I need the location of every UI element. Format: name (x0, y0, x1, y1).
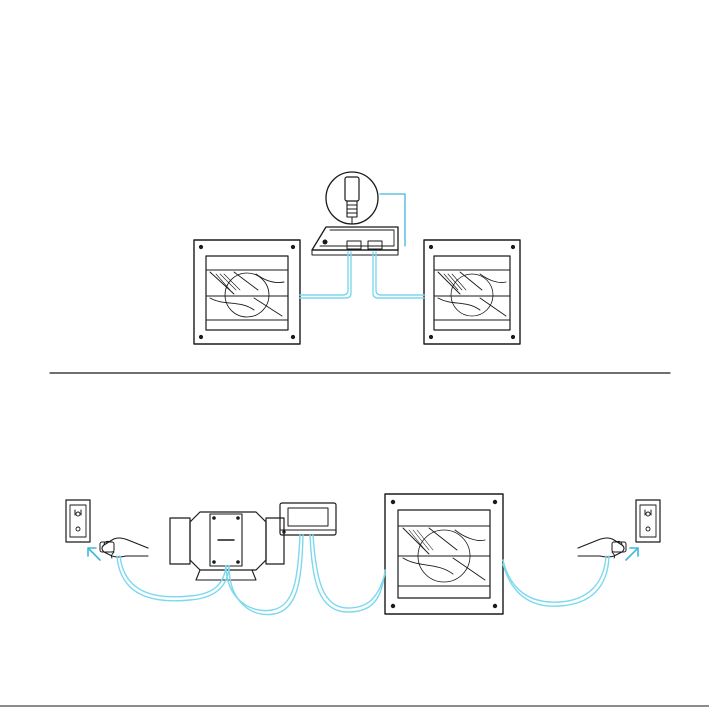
inline-duct-fan (170, 512, 284, 580)
shutter-fan (385, 494, 503, 614)
fan-left (194, 240, 300, 344)
hand-plug-right (578, 538, 626, 558)
connector-pointer (380, 194, 405, 246)
top-cables (300, 252, 424, 298)
bottom-cables (117, 535, 609, 615)
controller-top (312, 227, 398, 255)
controller-bottom (280, 503, 336, 535)
hand-plug-left (100, 538, 148, 558)
arrow-left (88, 548, 100, 560)
wall-outlet-left (66, 500, 90, 542)
plug-connector (326, 172, 378, 224)
wall-outlet-right (636, 500, 660, 542)
arrow-right (626, 548, 638, 560)
fan-right (424, 240, 520, 344)
